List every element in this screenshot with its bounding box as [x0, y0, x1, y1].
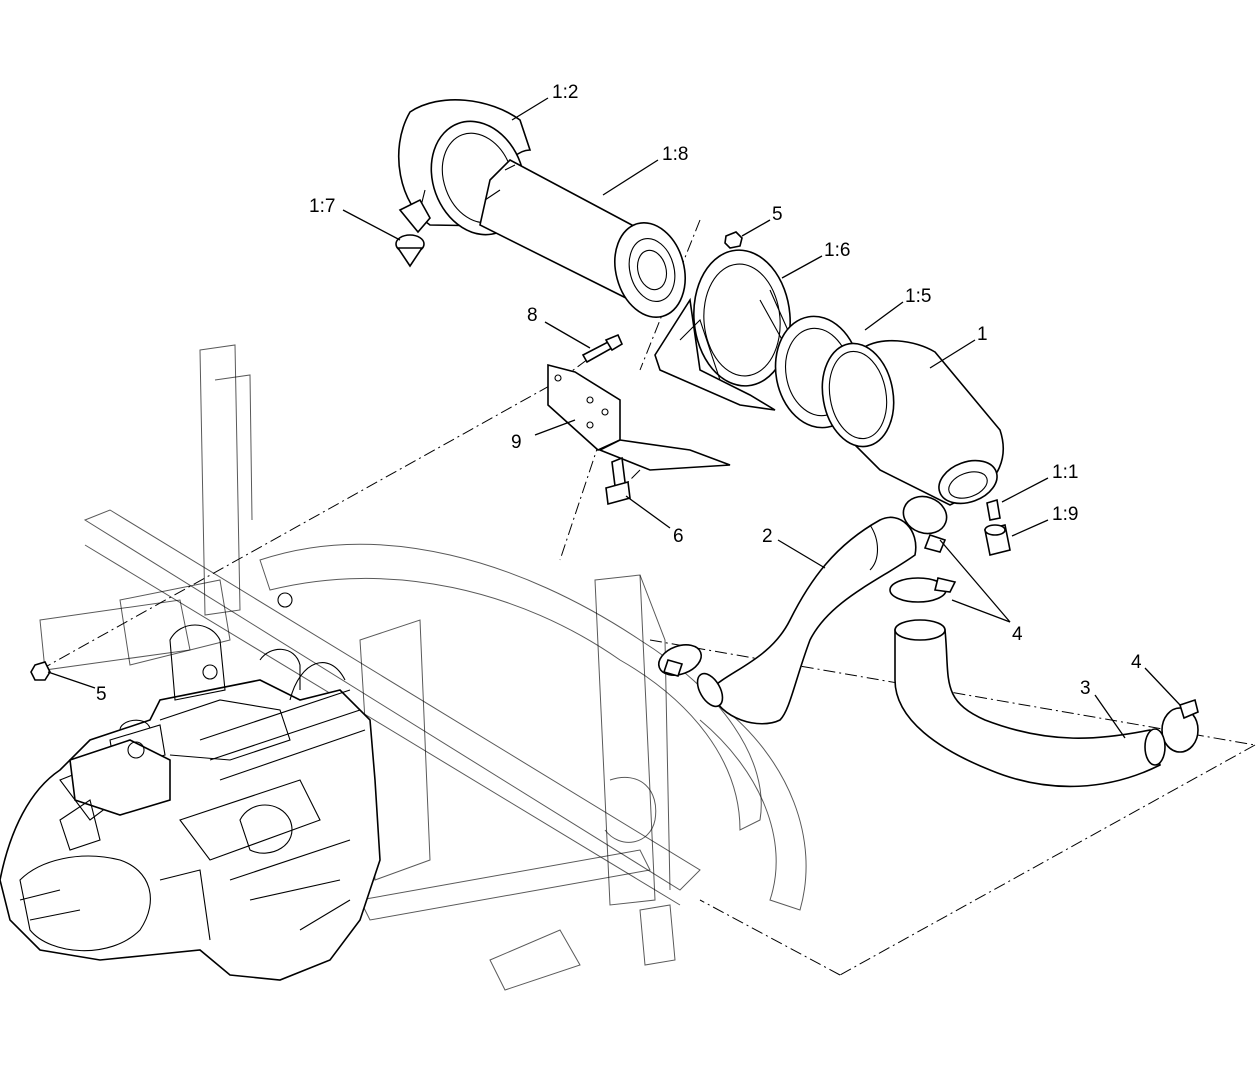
bolt-6: [605, 456, 631, 506]
callout-5-left: 5: [96, 684, 107, 705]
bracket-9: [547, 363, 731, 471]
clamp-4-right: [1161, 698, 1199, 753]
vacuator-valve-1-7: [395, 198, 431, 268]
callout-4-right: 4: [1131, 652, 1142, 673]
cap-1-9: [984, 524, 1011, 556]
machine-frame-background: [39, 219, 1256, 991]
callout-1-7: 1:7: [309, 196, 335, 217]
callout-1-2: 1:2: [552, 82, 578, 103]
filter-element-1-8: [479, 159, 686, 318]
engine-block: [0, 592, 381, 981]
callout-1-8: 1:8: [662, 144, 688, 165]
callout-6: 6: [673, 526, 684, 547]
mounting-band-1-6: [654, 249, 791, 411]
air-cleaner-body-1: [821, 339, 1005, 506]
callout-1: 1: [977, 324, 988, 345]
callout-labels: 1:2 1:8 1:7 5 1:6 1:5 8 1 9 1:1 1:9 6 2 …: [96, 82, 1142, 705]
clamp-4-middle: [889, 577, 957, 603]
callout-8: 8: [527, 305, 538, 326]
callout-1-5: 1:5: [905, 286, 931, 307]
callout-5-top: 5: [772, 204, 783, 225]
clamp-4-upper: [902, 495, 948, 553]
callout-3: 3: [1080, 678, 1091, 699]
callout-4-mid: 4: [1012, 624, 1023, 645]
nut-5-top: [724, 231, 743, 249]
callout-1-1: 1:1: [1052, 462, 1078, 483]
hose-2: [696, 516, 917, 725]
bolt-8: [581, 333, 624, 364]
clamp-4-left: [657, 644, 703, 677]
callout-9: 9: [511, 432, 522, 453]
callout-1-6: 1:6: [824, 240, 850, 261]
callout-1-9: 1:9: [1052, 504, 1078, 525]
callout-2: 2: [762, 526, 773, 547]
hose-3: [894, 619, 1166, 788]
nut-5-left: [30, 661, 51, 681]
fitting-1-1: [986, 498, 1001, 521]
leader-lines: [47, 97, 1181, 739]
